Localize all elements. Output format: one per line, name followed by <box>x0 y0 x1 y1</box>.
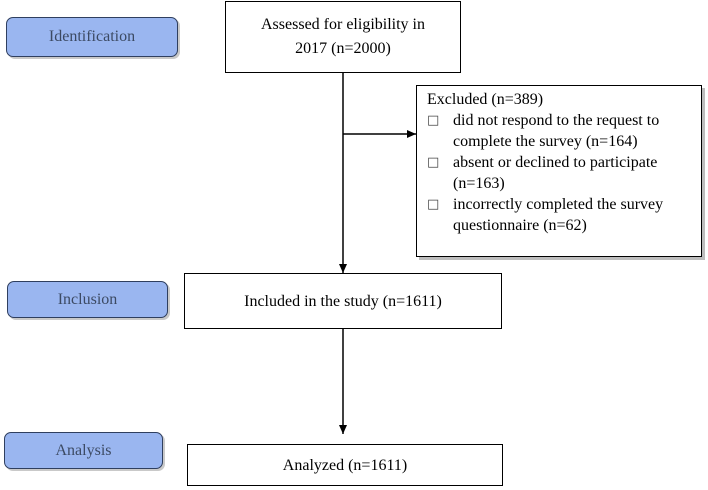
list-item: □ absent or declined to participate (n=1… <box>427 152 693 194</box>
checkbox-bullet-icon: □ <box>427 113 440 128</box>
analyzed-box: Analyzed (n=1611) <box>187 444 503 486</box>
checkbox-bullet-icon: □ <box>427 197 440 212</box>
excluded-box: Excluded (n=389) □ did not respond to th… <box>416 85 702 257</box>
stage-inclusion: Inclusion <box>7 281 168 318</box>
list-item: □ did not respond to the request to comp… <box>427 110 693 152</box>
stage-identification: Identification <box>6 17 178 57</box>
checkbox-bullet-icon: □ <box>427 155 440 170</box>
excluded-reasons-list: □ did not respond to the request to comp… <box>427 110 693 236</box>
stage-analysis: Analysis <box>4 432 163 469</box>
assessed-line-2: 2017 (n=2000) <box>295 40 391 57</box>
list-item: □ incorrectly completed the survey quest… <box>427 194 693 236</box>
excluded-reason: absent or declined to participate (n=163… <box>453 154 658 192</box>
assessed-line-1: Assessed for eligibility in <box>261 16 425 33</box>
excluded-header: Excluded (n=389) <box>427 91 544 108</box>
excluded-reason: did not respond to the request to comple… <box>453 112 660 150</box>
excluded-reason: incorrectly completed the survey questio… <box>453 196 664 234</box>
included-box: Included in the study (n=1611) <box>184 273 502 329</box>
assessed-box: Assessed for eligibility in 2017 (n=2000… <box>225 1 461 73</box>
